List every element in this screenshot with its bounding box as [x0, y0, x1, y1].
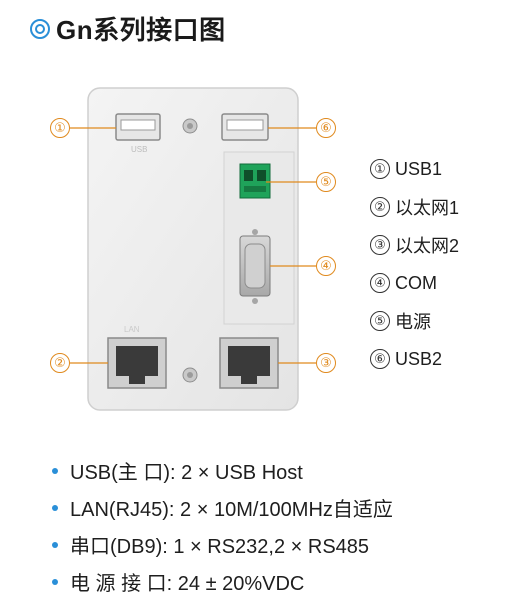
spec-item-lan: LAN(RJ45): 2 × 10M/100MHz自适应: [52, 489, 393, 526]
spec-item-power: 电 源 接 口: 24 ± 20%VDC: [52, 563, 393, 600]
lan-silk-label: LAN: [124, 325, 140, 334]
power-terminal: [239, 163, 271, 199]
legend-label: 电源: [395, 312, 431, 332]
bullet-dot-icon: [52, 504, 58, 511]
lan2-port: [219, 337, 279, 389]
legend-item-usb1: ① USB1: [370, 150, 459, 188]
db9-connector: [239, 229, 271, 304]
callout-marker-2: ②: [50, 353, 70, 373]
bullet-dot-icon: [52, 541, 58, 548]
spec-text: LAN(RJ45): 2 × 10M/100MHz自适应: [70, 499, 393, 521]
legend-label: 以太网2: [395, 236, 460, 256]
spec-text: 串口(DB9): 1 × RS232,2 × RS485: [70, 536, 370, 558]
legend-item-com: ④ COM: [370, 264, 459, 302]
callout-marker-3: ③: [316, 353, 336, 373]
legend-number: ②: [370, 197, 390, 217]
lan1-port: [107, 337, 167, 389]
screw-top: [182, 118, 198, 134]
usb-silk-label: USB: [131, 145, 147, 154]
legend-item-power: ⑤ 电源: [370, 302, 459, 340]
legend-number: ⑤: [370, 311, 390, 331]
legend-label: USB2: [395, 348, 443, 369]
callout-marker-4: ④: [316, 256, 336, 276]
usb1-port: [115, 113, 161, 141]
spec-list: USB(主 口): 2 × USB Host LAN(RJ45): 2 × 10…: [52, 452, 393, 600]
legend-item-ethernet1: ② 以太网1: [370, 188, 459, 226]
legend-number: ④: [370, 273, 390, 293]
legend-item-usb2: ⑥ USB2: [370, 340, 459, 378]
title-text: Gn系列接口图: [56, 15, 226, 45]
port-legend: ① USB1 ② 以太网1 ③ 以太网2 ④ COM ⑤ 电源 ⑥ USB2: [370, 150, 459, 378]
legend-label: 以太网1: [395, 198, 460, 218]
spec-item-usb: USB(主 口): 2 × USB Host: [52, 452, 393, 489]
callout-marker-5: ⑤: [316, 172, 336, 192]
spec-text: USB(主 口): 2 × USB Host: [70, 462, 303, 484]
screw-bottom: [182, 367, 198, 383]
bullseye-icon: [30, 18, 50, 39]
legend-number: ③: [370, 235, 390, 255]
bullet-dot-icon: [52, 578, 58, 585]
legend-number: ⑥: [370, 349, 390, 369]
page-title: Gn系列接口图: [30, 10, 226, 47]
legend-item-ethernet2: ③ 以太网2: [370, 226, 459, 264]
spec-item-serial: 串口(DB9): 1 × RS232,2 × RS485: [52, 526, 393, 563]
legend-number: ①: [370, 159, 390, 179]
legend-label: COM: [395, 272, 437, 293]
bullet-dot-icon: [52, 467, 58, 474]
usb2-port: [221, 113, 269, 141]
spec-text: 电 源 接 口: 24 ± 20%VDC: [70, 573, 305, 595]
callout-marker-6: ⑥: [316, 118, 336, 138]
legend-label: USB1: [395, 158, 443, 179]
callout-marker-1: ①: [50, 118, 70, 138]
